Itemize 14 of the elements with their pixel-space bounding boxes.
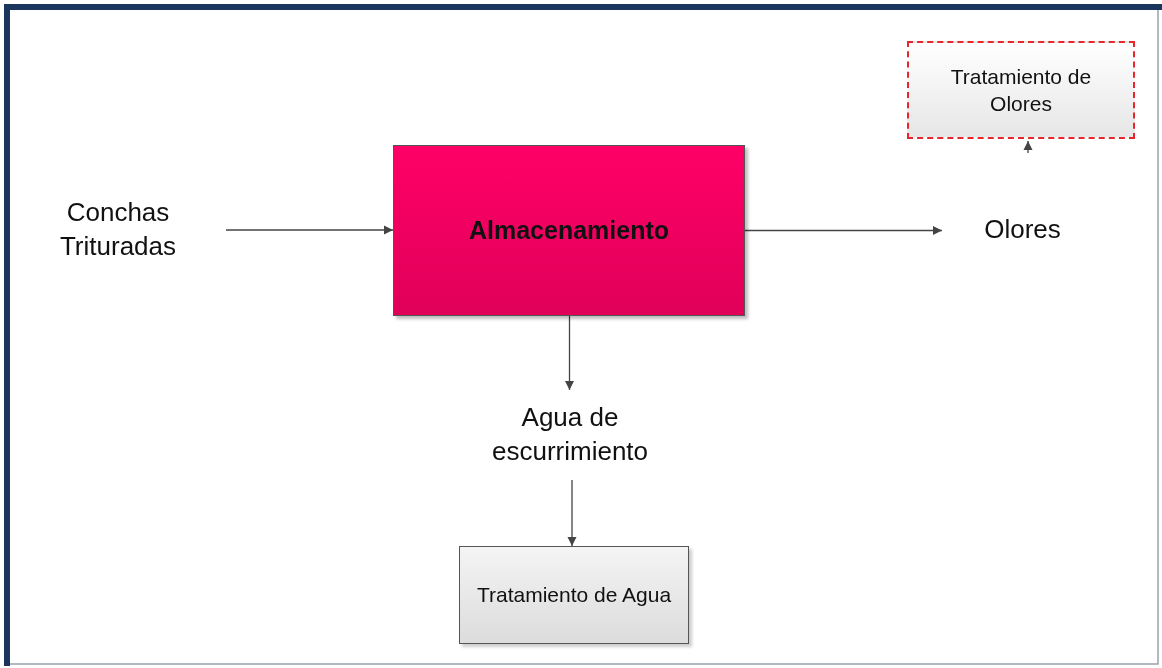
arrow	[225, 225, 394, 235]
output-label: Olores	[984, 213, 1061, 247]
input-label: Conchas Trituradas	[58, 196, 178, 263]
output-label: Agua de escurrimiento	[490, 401, 650, 468]
process-box	[907, 41, 1135, 139]
box-label: Almacenamiento	[468, 215, 670, 247]
arrow	[744, 225, 943, 236]
process-box	[393, 145, 745, 316]
process-box	[459, 546, 689, 644]
box-label: Tratamiento de Olores	[949, 63, 1093, 117]
arrow	[567, 479, 577, 547]
arrow	[564, 315, 575, 391]
arrow	[1023, 140, 1033, 154]
box-label: Tratamiento de Agua	[476, 582, 672, 609]
